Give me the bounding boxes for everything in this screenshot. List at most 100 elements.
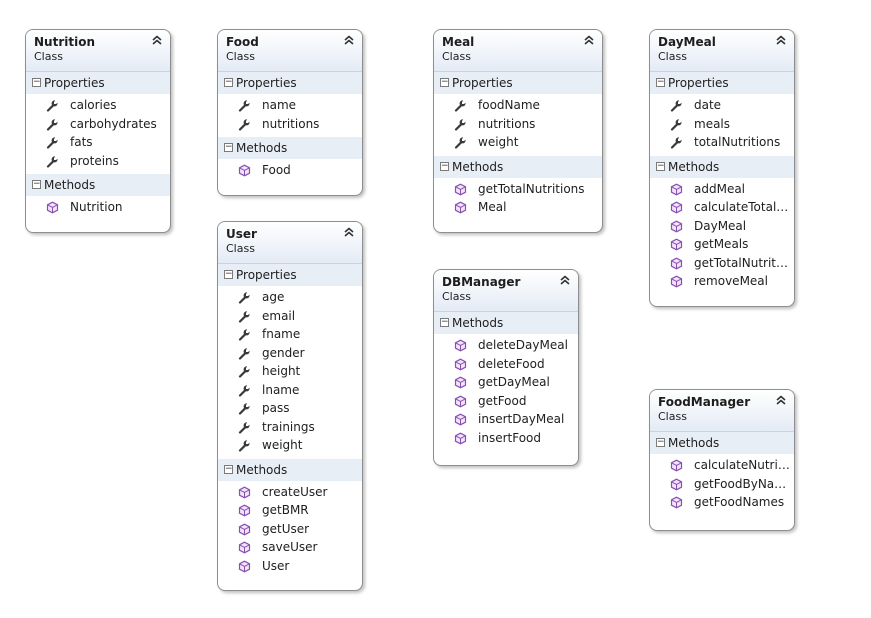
double-chevron-up-icon[interactable] [151, 34, 163, 46]
property-item[interactable]: calories [26, 96, 170, 115]
method-item[interactable]: saveUser [218, 538, 362, 557]
properties-section-header[interactable]: −Properties [650, 72, 794, 94]
property-item[interactable]: gender [218, 344, 362, 363]
double-chevron-up-icon[interactable] [559, 274, 571, 286]
double-chevron-up-icon[interactable] [775, 394, 787, 406]
double-chevron-up-icon[interactable] [583, 34, 595, 46]
method-item[interactable]: getMeals [650, 235, 794, 254]
property-item[interactable]: carbohydrates [26, 115, 170, 134]
methods-section-header[interactable]: −Methods [218, 458, 362, 481]
methods-section-header[interactable]: −Methods [434, 155, 602, 178]
method-item[interactable]: calculateNutriti... [650, 456, 794, 475]
methods-section-header[interactable]: −Methods [434, 312, 578, 334]
method-item[interactable]: Food [218, 161, 362, 180]
methods-section-header[interactable]: −Methods [650, 432, 794, 454]
method-item[interactable]: insertDayMeal [434, 410, 578, 429]
method-item[interactable]: User [218, 557, 362, 576]
minus-box-icon[interactable]: − [224, 142, 233, 152]
methods-section-label: Methods [668, 159, 720, 174]
method-item[interactable]: Nutrition [26, 198, 170, 217]
minus-box-icon[interactable]: − [32, 77, 41, 87]
method-item[interactable]: getTotalNutritions [434, 180, 602, 199]
property-item[interactable]: totalNutritions [650, 133, 794, 152]
property-item[interactable]: email [218, 307, 362, 326]
properties-section-header[interactable]: −Properties [434, 72, 602, 94]
property-item[interactable]: fats [26, 133, 170, 152]
minus-box-icon[interactable]: − [224, 269, 233, 279]
method-item[interactable]: removeMeal [650, 272, 794, 291]
method-item[interactable]: getFoodNames [650, 493, 794, 512]
methods-section-header[interactable]: −Methods [650, 155, 794, 178]
method-item[interactable]: deleteFood [434, 355, 578, 374]
method-item[interactable]: addMeal [650, 180, 794, 199]
method-item[interactable]: Meal [434, 198, 602, 217]
method-item[interactable]: getDayMeal [434, 373, 578, 392]
method-item[interactable]: insertFood [434, 429, 578, 448]
wrench-icon [46, 118, 59, 131]
methods-section-header[interactable]: −Methods [26, 174, 170, 196]
minus-box-icon[interactable]: − [440, 317, 449, 327]
class-stereotype: Class [658, 410, 687, 423]
method-item[interactable]: calculateTotalN... [650, 198, 794, 217]
property-item[interactable]: proteins [26, 152, 170, 171]
methods-section-header[interactable]: −Methods [218, 137, 362, 159]
minus-box-icon[interactable]: − [440, 160, 449, 171]
property-item[interactable]: lname [218, 381, 362, 400]
purple-cube-icon [454, 413, 467, 426]
minus-box-icon[interactable]: − [440, 77, 449, 87]
method-item[interactable]: getFood [434, 392, 578, 411]
method-item[interactable]: getUser [218, 520, 362, 539]
property-item[interactable]: pass [218, 399, 362, 418]
minus-box-icon[interactable]: − [656, 160, 665, 171]
property-item[interactable]: date [650, 96, 794, 115]
properties-section-header[interactable]: −Properties [218, 264, 362, 286]
property-item[interactable]: weight [218, 436, 362, 455]
double-chevron-up-icon[interactable] [343, 226, 355, 238]
property-item[interactable]: foodName [434, 96, 602, 115]
method-item[interactable]: deleteDayMeal [434, 336, 578, 355]
member-name: insertFood [478, 430, 541, 445]
minus-box-icon[interactable]: − [656, 437, 665, 447]
property-item[interactable]: fname [218, 325, 362, 344]
property-item[interactable]: weight [434, 133, 602, 152]
methods-section-label: Methods [44, 178, 96, 192]
method-item[interactable]: getTotalNutriti... [650, 254, 794, 273]
double-chevron-up-icon[interactable] [775, 34, 787, 46]
method-item[interactable]: getFoodByName [650, 475, 794, 494]
property-item[interactable]: trainings [218, 418, 362, 437]
class-stereotype: Class [34, 50, 63, 63]
method-item[interactable]: createUser [218, 483, 362, 502]
member-name: height [262, 364, 301, 378]
method-item[interactable]: DayMeal [650, 217, 794, 236]
wrench-icon [670, 118, 683, 131]
property-item[interactable]: height [218, 362, 362, 381]
method-item[interactable]: getBMR [218, 501, 362, 520]
properties-section-header[interactable]: −Properties [26, 72, 170, 94]
minus-box-icon[interactable]: − [224, 77, 233, 87]
property-item[interactable]: meals [650, 115, 794, 134]
double-chevron-up-icon[interactable] [343, 34, 355, 46]
properties-section-header[interactable]: −Properties [218, 72, 362, 94]
property-item[interactable]: name [218, 96, 362, 115]
minus-box-icon[interactable]: − [224, 463, 233, 474]
minus-box-icon[interactable]: − [32, 179, 41, 189]
minus-box-icon[interactable]: − [656, 77, 665, 87]
property-item[interactable]: age [218, 288, 362, 307]
property-item[interactable]: nutritions [218, 115, 362, 134]
property-item[interactable]: nutritions [434, 115, 602, 134]
